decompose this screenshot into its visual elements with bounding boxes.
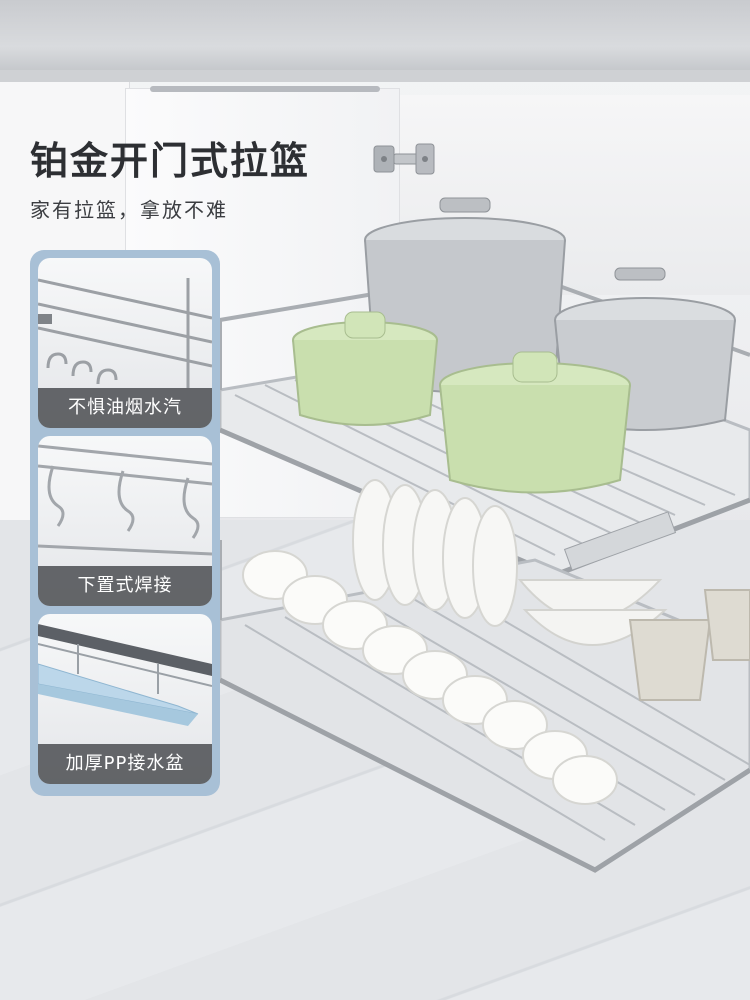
green-pot (439, 351, 631, 494)
page-subtitle: 家有拉篮，拿放不难 (30, 198, 228, 222)
feature-label: 不惧油烟水汽 (38, 388, 212, 428)
drip-tray-icon (38, 624, 212, 726)
stacked-bowls (242, 550, 618, 805)
door-handle (150, 86, 380, 92)
page-title: 铂金开门式拉篮 (30, 139, 311, 183)
large-bowls (517, 579, 668, 646)
feature-card-drip-tray: 加厚PP接水盆 (38, 614, 212, 784)
feature-card-weld: 下置式焊接 (38, 436, 212, 606)
feature-label: 加厚PP接水盆 (38, 744, 212, 784)
cups (628, 589, 750, 701)
weld-joint-icon (38, 444, 212, 556)
stacked-plates (352, 479, 518, 627)
title-block: 铂金开门式拉篮 家有拉篮，拿放不难 (30, 138, 310, 223)
pull-out-basket-illustration (218, 197, 750, 873)
green-casserole (292, 311, 438, 426)
wire-hook-icon (38, 278, 212, 388)
feature-card-moisture: 不惧油烟水汽 (38, 258, 212, 428)
feature-panel: 不惧油烟水汽 下置式焊接 加厚PP接水盆 (30, 250, 220, 796)
hinge-icon (373, 143, 435, 175)
feature-label: 下置式焊接 (38, 566, 212, 606)
countertop (0, 0, 750, 78)
countertop-edge (0, 70, 750, 82)
